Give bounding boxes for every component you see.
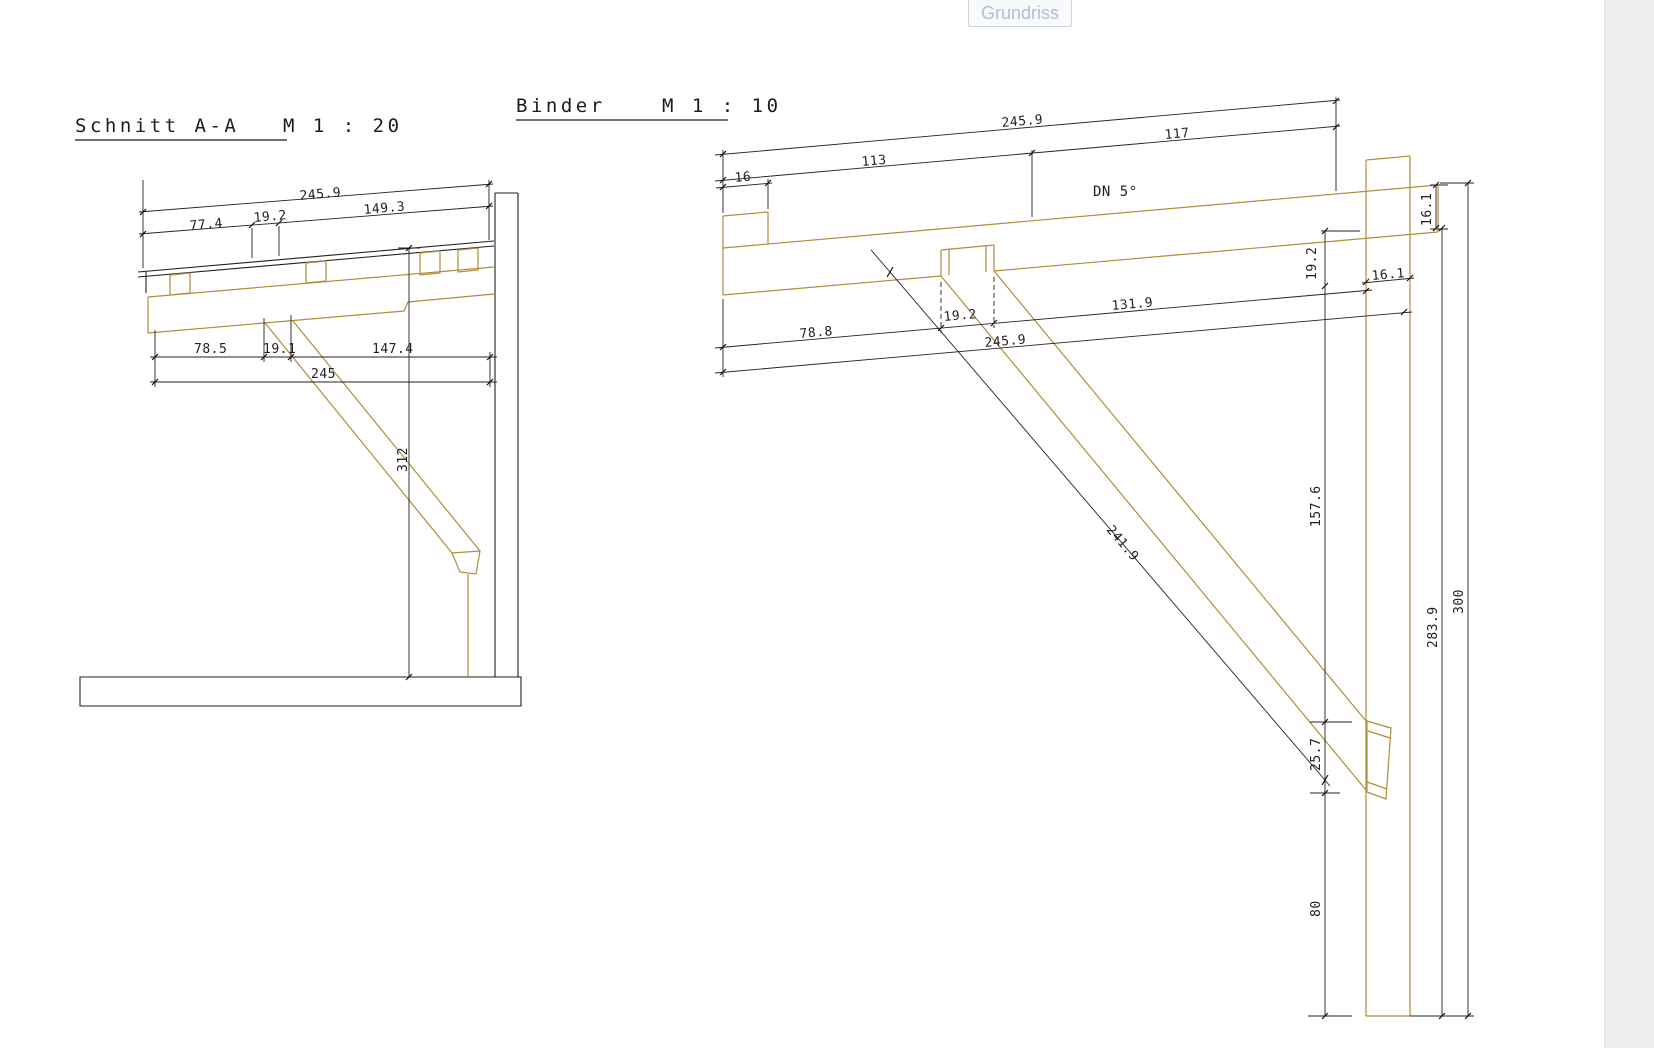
dim-label-binder-post-upper: 157.6 [1309, 485, 1324, 527]
dim-label-schnitt-total-h: 245 [311, 367, 336, 382]
dim-label-binder-post-lower: 80 [1309, 900, 1324, 917]
schnitt-drawing: Schnitt A-A M 1 : 20 245.9 77.4 19.2 149… [75, 115, 522, 707]
binder-drawing: Binder M 1 : 10 245.9 113 117 16 DN 5° 1… [516, 95, 1474, 1020]
schnitt-dim-ticks [139, 180, 494, 681]
dim-label-binder-lower-right: 131.9 [1111, 295, 1154, 314]
grundriss-button[interactable]: Grundriss [968, 0, 1072, 27]
dim-label-binder-300: 300 [1452, 589, 1467, 614]
binder-timber [722, 155, 1439, 1017]
dim-label-binder-lower-left: 78.8 [799, 324, 833, 342]
dim-label-binder-16: 16 [734, 170, 752, 186]
page-gutter [1604, 0, 1654, 1048]
binder-dim-lines [714, 97, 1474, 1017]
dim-label-schnitt-left-h: 78.5 [194, 342, 227, 357]
binder-scale: M 1 : 10 [662, 95, 782, 117]
dim-label-schnitt-right-h: 147.4 [372, 342, 414, 357]
dim-label-binder-283: 283.9 [1426, 606, 1441, 648]
binder-title: Binder [516, 95, 606, 117]
schnitt-timber [147, 247, 495, 677]
dim-label-binder-notch: 19.2 [943, 307, 977, 325]
binder-dim-ticks [719, 97, 1472, 1020]
dim-label-schnitt-right-slope: 149.3 [363, 199, 406, 218]
dim-label-binder-117: 117 [1164, 126, 1190, 143]
schnitt-scale: M 1 : 20 [283, 115, 403, 137]
dim-label-binder-post-width: 16.1 [1371, 266, 1405, 284]
dim-label-binder-total-top: 245.9 [1001, 112, 1044, 131]
schnitt-title: Schnitt A-A [75, 115, 239, 137]
dim-label-schnitt-mid-h: 19.1 [263, 342, 296, 357]
dim-label-schnitt-total-slope: 245.9 [299, 185, 342, 204]
dim-label-binder-beam-height: 19.2 [1305, 247, 1320, 280]
dim-label-binder-lower-total: 245.9 [984, 332, 1027, 351]
dim-label-schnitt-mid-slope: 19.2 [253, 208, 287, 226]
binder-dim-ext-dashed [940, 277, 995, 333]
schnitt-dim-lines [138, 180, 497, 677]
dim-label-binder-joint: 25.7 [1309, 738, 1324, 771]
dim-label-binder-end-height: 16.1 [1420, 193, 1435, 226]
dim-label-binder-brace: 241.9 [1103, 523, 1141, 564]
dim-label-schnitt-post-v: 312 [396, 447, 411, 472]
roof-pitch-note: DN 5° [1093, 184, 1138, 200]
dim-label-schnitt-left-slope: 77.4 [189, 216, 223, 234]
dim-label-binder-113: 113 [861, 153, 887, 170]
